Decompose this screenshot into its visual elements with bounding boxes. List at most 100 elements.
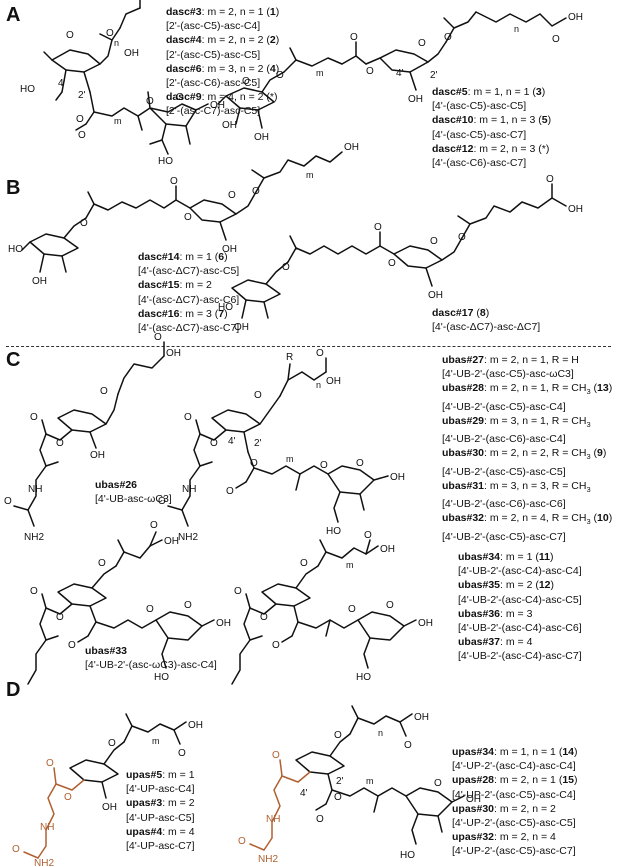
caption-line: [4'-UP-asc-C7]: [126, 839, 195, 853]
atom-label: O: [150, 520, 158, 531]
atom-label: OH: [166, 348, 181, 359]
caption-text: : m = 3: [500, 607, 533, 620]
atom-label: O: [56, 438, 64, 449]
caption-text: : m = 2, n = 1, R = CH: [484, 382, 587, 395]
caption-a-right: dasc#5: m = 1, n = 1 (3)[4'-(asc-C5)-asc…: [432, 85, 551, 170]
atom-label: NH2: [34, 858, 54, 867]
atom-label: n: [378, 728, 383, 738]
caption-text: [4'-UB-2'-(asc-C5)-asc-C5]: [442, 465, 566, 478]
caption-line: ubas#29: m = 3, n = 1, R = CH3: [442, 414, 612, 432]
structure-d-upas-right: O n OH O 4' 2' O O m O OH HO O NH O NH2: [238, 705, 481, 865]
caption-line: [4'-UP-asc-C4]: [126, 782, 195, 796]
atom-label: OH: [390, 472, 405, 483]
atom-label: O: [106, 28, 114, 39]
caption-a-left: dasc#3: m = 2, n = 1 (1)[2'-(asc-C5)-asc…: [166, 5, 279, 119]
caption-line: ubas#32: m = 2, n = 4, R = CH3 (10): [442, 511, 612, 529]
caption-text: [4'-UB-2'-(asc-C4)-asc-C5]: [458, 593, 582, 606]
atom-label: HO: [158, 156, 173, 167]
atom-label: 2': [78, 90, 86, 101]
caption-text: 3: [586, 452, 591, 462]
caption-text: ubas#33: [85, 645, 128, 657]
caption-text: dasc#12: [432, 142, 474, 155]
caption-text: : m = 1: [162, 769, 195, 781]
caption-text: [4'-UP-2'-(asc-C5)-asc-C5]: [452, 817, 576, 830]
caption-line: [4'-UB-2'-(asc-C4)-asc-C4]: [458, 564, 582, 578]
caption-text: [4'-(asc-C5)-asc-C5]: [432, 100, 527, 113]
caption-text: : m = 3 (: [179, 307, 219, 320]
atom-label: HO: [400, 850, 415, 861]
caption-line: upas#3: m = 2: [126, 796, 195, 810]
atom-label: O: [334, 792, 342, 803]
atom-label: O: [184, 600, 192, 611]
caption-line: ubas#31: m = 3, n = 3, R = CH3: [442, 479, 612, 497]
atom-label: O: [418, 38, 426, 49]
caption-text: : m = 1 (: [500, 551, 539, 563]
atom-label: HO: [326, 526, 341, 537]
atom-label: O: [80, 218, 88, 229]
caption-text: ubas#26: [95, 479, 138, 491]
atom-label: O: [350, 32, 358, 43]
caption-text: ): [224, 251, 228, 263]
caption-line: dasc#15: m = 2: [138, 278, 239, 292]
caption-line: upas#34: m = 1, n = 1 (14): [452, 745, 578, 759]
caption-text: [4'-UB-2'-(asc-C4)-asc-C4]: [458, 565, 582, 578]
caption-line: [4'-UP-2'-(asc-C5)-asc-C7]: [452, 844, 578, 858]
atom-label: O: [234, 586, 242, 597]
atom-label: n: [114, 38, 119, 48]
caption-text: ubas#36: [458, 607, 501, 620]
structure-b-right: HO OH O O O O OH O O OH: [218, 174, 583, 333]
caption-text: [4'-UB-2'-(asc-C4)-asc-C6]: [458, 622, 582, 635]
structure-b-left: HO OH O O O O OH O m OH: [8, 142, 359, 287]
atom-label: O: [546, 174, 554, 185]
atom-label: HO: [20, 84, 35, 95]
atom-label: O: [348, 604, 356, 615]
atom-label: m: [316, 68, 324, 78]
caption-text: ): [608, 512, 613, 525]
caption-b-left: dasc#14: m = 1 (6)[4'-(asc-ΔC7)-asc-C5]d…: [138, 250, 239, 335]
caption-text: dasc#6: [166, 62, 202, 75]
atom-label: O: [170, 176, 178, 187]
caption-line: [4'-(asc-C6)-asc-C7]: [432, 156, 551, 170]
caption-text: ): [574, 774, 578, 787]
atom-label: O: [356, 458, 364, 469]
caption-text: 10: [597, 512, 609, 525]
caption-text: : m = 2, n = 2 (: [201, 34, 270, 47]
caption-c-ubas33: ubas#33[4'-UB-2'-(asc-ωC3)-asc-C4]: [85, 644, 217, 672]
caption-line: [4'-UB-2'-(asc-C6)-asc-C4]: [442, 432, 612, 446]
atom-label: O: [272, 640, 280, 651]
atom-label: OH: [32, 276, 47, 287]
caption-text: [4'-UP-asc-C7]: [126, 840, 195, 853]
caption-line: dasc#4: m = 2, n = 2 (2): [166, 33, 279, 47]
caption-text: [4'-UB-2'-(asc-C5)-asc-C4]: [442, 400, 566, 413]
atom-label: OH: [380, 544, 395, 555]
atom-label: O: [108, 738, 116, 749]
caption-text: : m = 2, n = 4, R = CH: [484, 512, 587, 525]
caption-text: ubas#29: [442, 414, 485, 427]
caption-text: : m = 2, n = 2: [494, 802, 556, 815]
caption-text: dasc#16: [138, 307, 180, 320]
atom-label: O: [100, 386, 108, 397]
caption-line: [4'-UP-2'-(asc-C4)-asc-C4]: [452, 759, 578, 773]
atom-label: OH: [418, 618, 433, 629]
atom-label: HO: [154, 672, 169, 683]
caption-line: [4'-UB-2'-(asc-C5)-asc-C7]: [442, 530, 612, 544]
atom-label: O: [388, 258, 396, 269]
atom-label: R: [286, 352, 293, 363]
caption-line: [4'-(asc-ΔC7)-asc-C6]: [138, 293, 239, 307]
caption-line: [4'-UB-2'-(asc-C5)-asc-ωC3]: [442, 367, 612, 381]
atom-label: O: [300, 558, 308, 569]
panel-label-d: D: [6, 679, 21, 701]
atom-label: O: [458, 232, 466, 243]
atom-label: OH: [102, 802, 117, 813]
caption-text: 14: [562, 746, 574, 758]
atom-label: NH: [266, 814, 280, 825]
caption-text: dasc#5: [432, 86, 468, 98]
atom-label: O: [366, 66, 374, 77]
atom-label: OH: [414, 712, 429, 723]
caption-text: [4'-(asc-C6)-asc-C7]: [432, 157, 527, 170]
caption-text: ): [550, 579, 555, 592]
caption-text: 4: [269, 62, 276, 75]
caption-line: ubas#26: [95, 478, 172, 492]
atom-label: OH: [90, 450, 105, 461]
